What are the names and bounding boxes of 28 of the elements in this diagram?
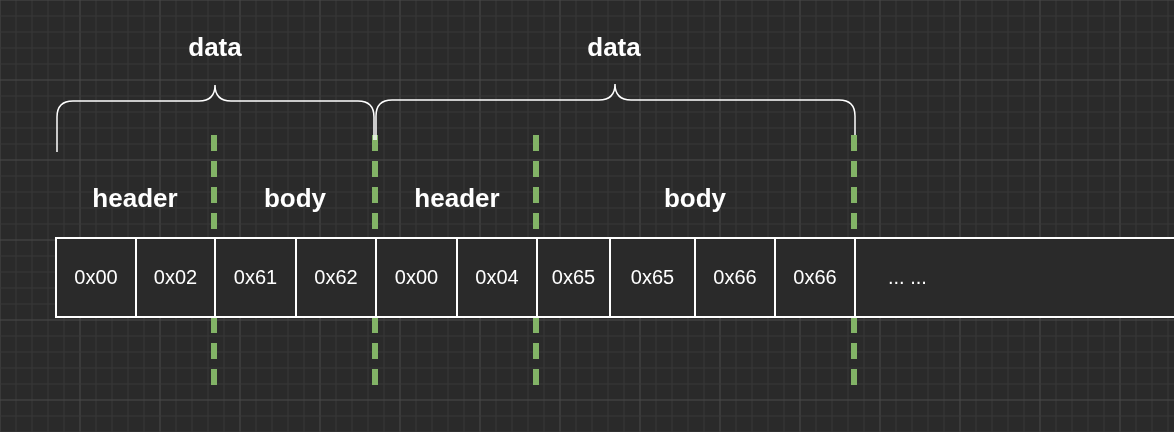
hex-value: 0x65 xyxy=(630,266,675,289)
hex-value: 0x66 xyxy=(793,266,837,289)
hex-value: 0x02 xyxy=(153,266,198,289)
hex-value: 0x00 xyxy=(74,266,118,289)
hex-value: 0x61 xyxy=(233,266,278,289)
hex-value: 0x66 xyxy=(713,266,757,289)
brace-label: data xyxy=(587,32,641,63)
hex-value: 0x04 xyxy=(475,266,519,289)
section-label: header xyxy=(92,183,178,214)
hex-value: 0x00 xyxy=(394,266,439,289)
brace-label: data xyxy=(188,32,242,63)
section-label: body xyxy=(263,183,327,214)
memory-cell xyxy=(694,237,776,318)
memory-cell xyxy=(854,237,1174,318)
memory-cell xyxy=(135,237,216,318)
memory-cell xyxy=(375,237,458,318)
hex-value: 0x65 xyxy=(551,266,596,289)
memory-cell xyxy=(295,237,377,318)
memory-cell xyxy=(774,237,856,318)
memory-cell xyxy=(609,237,696,318)
section-label: header xyxy=(414,183,500,214)
memory-cell xyxy=(55,237,137,318)
memory-cell xyxy=(456,237,538,318)
section-label: body xyxy=(663,183,727,214)
memory-cell xyxy=(214,237,297,318)
memory-cell xyxy=(536,237,611,318)
hex-value: 0x62 xyxy=(314,266,358,289)
hex-value: ... ... xyxy=(888,266,927,289)
